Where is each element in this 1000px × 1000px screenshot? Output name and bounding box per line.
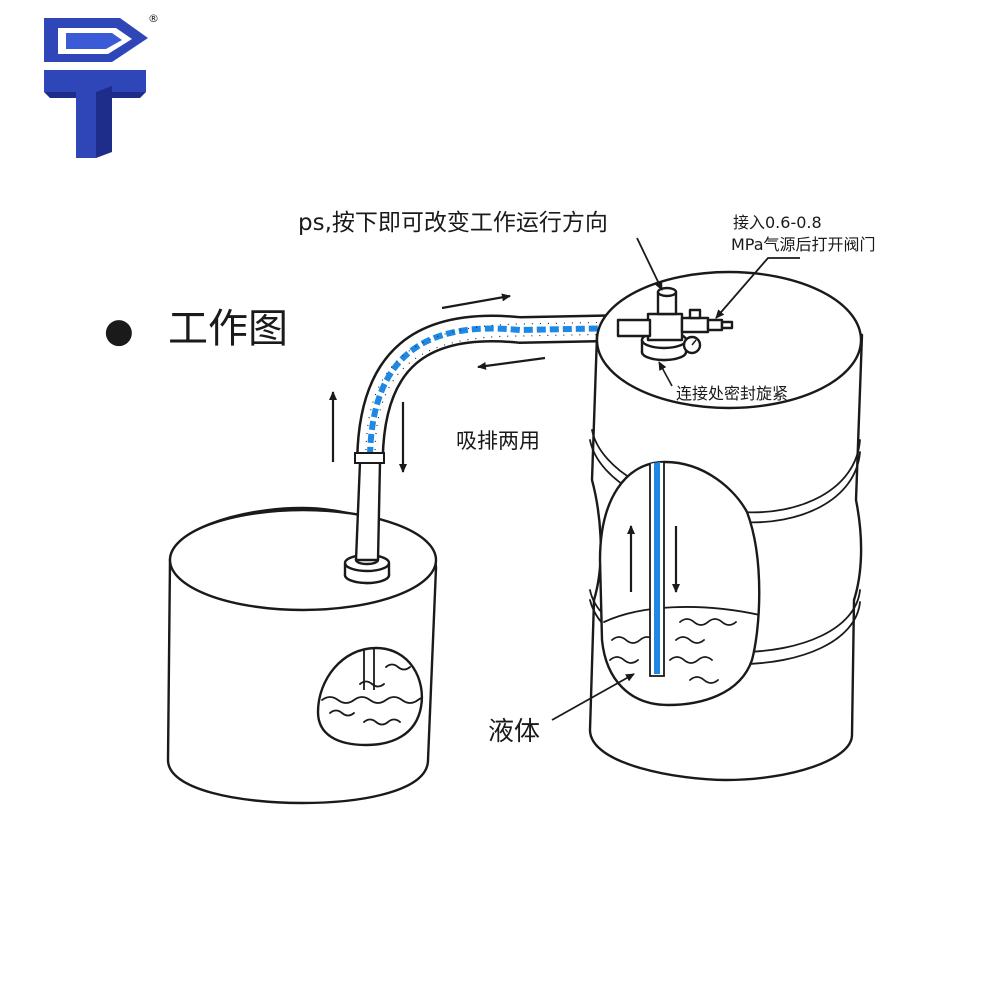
logo-arrow-core — [66, 33, 122, 49]
label-air-source-2: MPa气源后打开阀门 — [731, 235, 876, 254]
hose-fitting — [616, 318, 652, 338]
callout-lines — [551, 237, 800, 721]
dip-tube-blue — [654, 462, 660, 674]
arrow-top-right — [441, 293, 511, 310]
right-container — [588, 270, 864, 782]
leader-liquid — [551, 673, 635, 721]
left-container — [166, 506, 438, 805]
air-regulator — [680, 316, 710, 334]
section-title: 工作图 — [168, 306, 288, 352]
company-logo: ® — [44, 12, 159, 158]
label-seal-tight: 连接处密封旋紧 — [676, 384, 788, 403]
hose-blue-core — [367, 325, 623, 457]
hose-clamp — [354, 452, 385, 464]
left-rigid-pipe — [354, 460, 382, 562]
section-bullet: ● — [104, 311, 134, 351]
logo-stem-right — [96, 86, 112, 158]
label-switch-direction: ps,按下即可改变工作运行方向 — [298, 210, 608, 236]
ps-switch-button — [656, 286, 678, 298]
leader-seal — [658, 361, 673, 387]
flow-arrows — [329, 293, 680, 593]
label-air-source-1: 接入0.6-0.8 — [733, 213, 822, 232]
leader-switch — [636, 237, 663, 291]
label-dual-use: 吸排两用 — [456, 429, 540, 453]
pump-body — [646, 312, 684, 342]
air-inlet-nipple — [720, 320, 734, 330]
left-container-top — [168, 508, 438, 612]
right-container-window — [598, 460, 761, 707]
leader-air — [715, 257, 800, 319]
logo-bar — [44, 70, 146, 92]
logo-stem-left — [76, 92, 96, 158]
registered-mark: ® — [148, 12, 159, 25]
right-liquid-surface — [603, 606, 760, 623]
air-valve — [706, 318, 724, 332]
pump-assembly — [616, 286, 734, 362]
arrow-top-left — [477, 356, 546, 370]
transfer-hose — [354, 314, 623, 562]
left-container-window — [316, 646, 424, 747]
label-liquid: 液体 — [488, 717, 540, 747]
